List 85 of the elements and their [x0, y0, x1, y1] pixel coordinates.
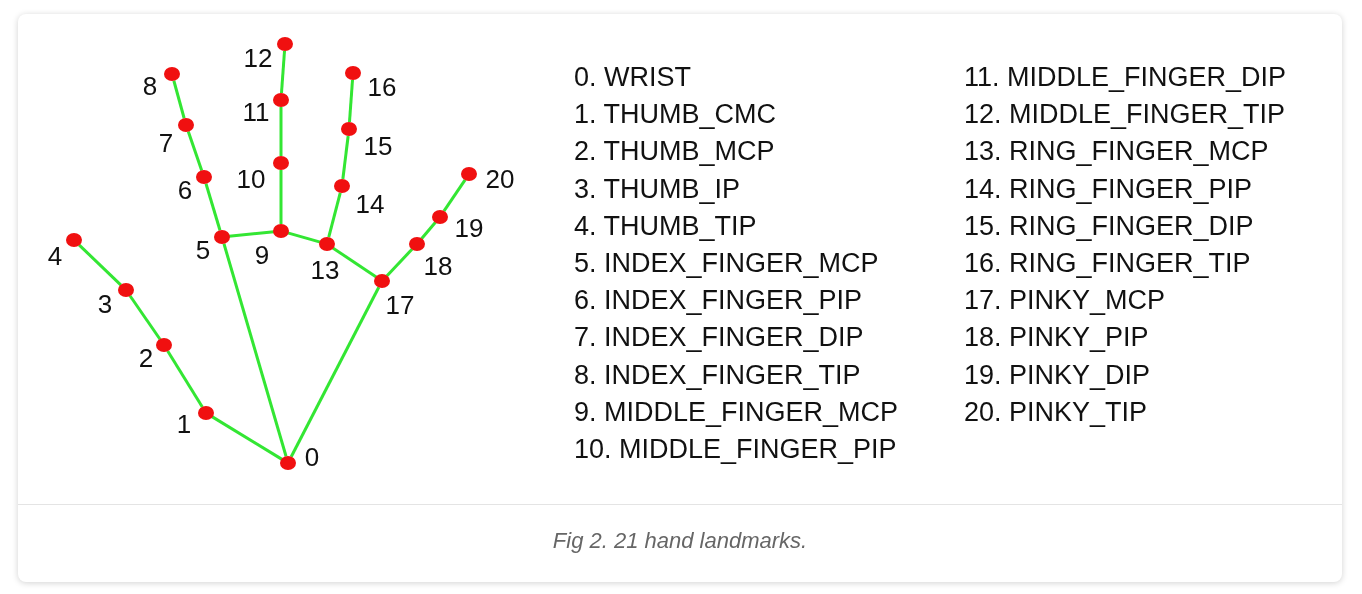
connector-line	[78, 243, 122, 287]
landmark-dot	[198, 406, 214, 420]
landmark-dot	[178, 118, 194, 132]
figure-caption: Fig 2. 21 hand landmarks.	[551, 528, 809, 554]
landmark-name: 20. PINKY_TIP	[964, 395, 1149, 429]
connector-line	[222, 243, 288, 457]
connector-line	[289, 286, 381, 458]
landmark-number: 3	[97, 291, 113, 317]
landmark-number: 2	[138, 345, 154, 371]
landmark-name: 14. RING_FINGER_PIP	[964, 172, 1254, 206]
connector-line	[348, 79, 354, 123]
landmark-name: 4. THUMB_TIP	[574, 209, 758, 243]
landmark-number: 1	[176, 411, 192, 437]
connector-line	[341, 135, 350, 180]
landmark-number: 9	[254, 242, 270, 268]
connector-line	[211, 415, 283, 461]
landmark-number: 0	[304, 444, 320, 470]
landmark-number: 13	[310, 257, 340, 283]
landmark-name: 17. PINKY_MCP	[964, 284, 1167, 318]
connector-line	[172, 80, 186, 119]
landmark-dot	[273, 93, 289, 107]
landmark-number: 16	[367, 74, 397, 100]
landmark-dot	[432, 210, 448, 224]
landmark-number: 17	[385, 292, 415, 318]
connector-line	[420, 221, 437, 240]
connector-line	[186, 131, 204, 171]
landmark-dot	[461, 167, 477, 181]
landmark-name: 11. MIDDLE_FINGER_DIP	[964, 61, 1287, 94]
landmark-dot	[319, 237, 335, 251]
connector-line	[280, 50, 286, 94]
landmark-number: 19	[454, 215, 484, 241]
landmark-name: 2. THUMB_MCP	[574, 135, 776, 169]
landmark-name: 12. MIDDLE_FINGER_TIP	[964, 98, 1287, 132]
landmark-dot	[156, 338, 172, 352]
connector-line	[279, 170, 283, 224]
connector-line	[385, 248, 414, 277]
landmark-dot	[345, 66, 361, 80]
connector-line	[287, 231, 321, 244]
landmark-number: 5	[195, 237, 211, 263]
landmark-number: 18	[423, 253, 453, 279]
landmark-number: 15	[363, 133, 393, 159]
connector-line	[327, 192, 342, 238]
landmark-number: 7	[158, 130, 174, 156]
landmark-name: 13. RING_FINGER_MCP	[964, 135, 1270, 169]
landmark-number: 14	[355, 191, 385, 217]
landmark-dot	[164, 67, 180, 81]
landmark-dot	[277, 37, 293, 51]
landmark-number: 12	[243, 45, 273, 71]
landmark-number: 10	[236, 166, 266, 192]
landmark-dot	[118, 283, 134, 297]
landmark-name: 8. INDEX_FINGER_TIP	[574, 358, 862, 392]
landmark-number: 6	[177, 177, 193, 203]
landmark-name: 0. WRIST	[574, 61, 692, 94]
connector-line	[228, 230, 275, 238]
landmark-number: 20	[485, 166, 515, 192]
landmark-dot	[273, 156, 289, 170]
connector-line	[279, 107, 283, 156]
landmark-name: 9. MIDDLE_FINGER_MCP	[574, 395, 899, 429]
landmark-dot	[334, 179, 350, 193]
connector-line	[128, 294, 162, 341]
landmark-name: 18. PINKY_PIP	[964, 321, 1150, 355]
landmark-name: 19. PINKY_DIP	[964, 358, 1152, 392]
landmark-dot	[341, 122, 357, 136]
landmark-name: 16. RING_FINGER_TIP	[964, 247, 1252, 280]
landmark-dot	[66, 233, 82, 247]
connector-line	[442, 178, 467, 213]
landmark-name: 3. THUMB_IP	[574, 172, 742, 206]
landmark-number: 11	[242, 99, 270, 125]
landmark-dot	[280, 456, 296, 470]
landmark-name: 1. THUMB_CMC	[574, 98, 778, 132]
landmark-name: 10. MIDDLE_FINGER_PIP	[574, 433, 898, 467]
landmark-dot	[214, 230, 230, 244]
connector-line	[166, 350, 204, 408]
landmark-dot	[409, 237, 425, 251]
landmark-dot	[196, 170, 212, 184]
landmark-name: 7. INDEX_FINGER_DIP	[574, 321, 865, 355]
landmark-name: 6. INDEX_FINGER_PIP	[574, 284, 864, 318]
landmark-number: 8	[142, 73, 158, 99]
landmark-dot	[273, 224, 289, 238]
connector-line	[204, 183, 222, 231]
connector-line	[331, 246, 378, 279]
landmark-number: 4	[47, 243, 63, 269]
landmark-name: 5. INDEX_FINGER_MCP	[574, 247, 880, 280]
landmark-name: 15. RING_FINGER_DIP	[964, 209, 1255, 243]
landmark-dot	[374, 274, 390, 288]
